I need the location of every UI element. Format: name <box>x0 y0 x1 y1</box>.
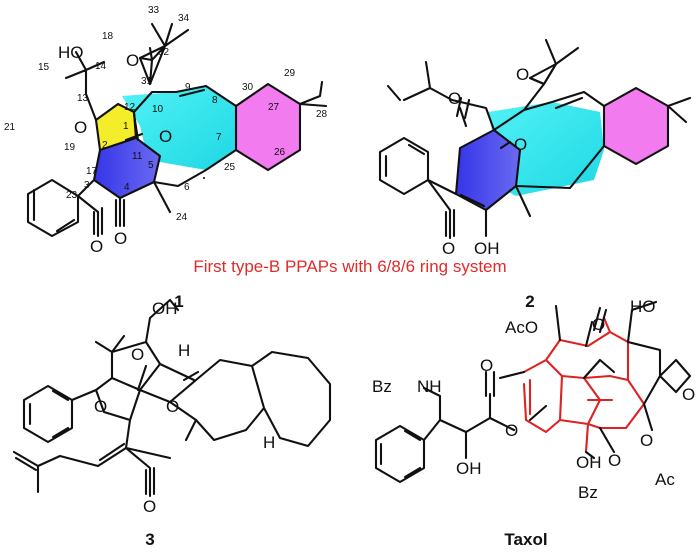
taxol-core-bonds <box>522 316 646 454</box>
taxol-atom-bz-top: Bz <box>372 377 392 396</box>
compound-2-atom-o-17: O <box>442 239 455 258</box>
compound-2-magenta-ring <box>604 88 668 164</box>
compound-3-atom-oh: OH <box>152 299 178 318</box>
compound-1-num-11: 11 <box>132 151 143 162</box>
compound-1-num-18: 18 <box>102 31 114 42</box>
compound-3-bonds <box>12 298 332 498</box>
compound-1-num-27: 27 <box>268 102 280 113</box>
compound-label-1: 1 <box>174 292 183 311</box>
compound-1-num-1: 1 <box>123 121 129 132</box>
compound-1-num-34: 34 <box>178 13 190 24</box>
compound-label-taxol: Taxol <box>504 530 547 549</box>
compound-label-3: 3 <box>145 530 154 549</box>
compound-1-num-9: 9 <box>185 82 191 93</box>
compound-1-num-31: 31 <box>141 76 153 87</box>
compound-1-num-6: 6 <box>184 182 190 193</box>
taxol-atom-o-ketone: O <box>592 315 605 334</box>
compound-1-num-24: 24 <box>176 212 188 223</box>
taxol-atom-aco: AcO <box>505 318 538 337</box>
compound-3-atom-o-ring: O <box>94 397 107 416</box>
compound-1-num-19: 19 <box>64 142 76 153</box>
compound-1-num-14: 14 <box>95 61 107 72</box>
compound-3-structure: OH H O O O H O <box>12 298 332 516</box>
taxol-sidechain-bonds <box>374 370 548 484</box>
compound-2-atom-o-ketone1: O <box>448 89 461 108</box>
compound-1-atom-o-epoxide: O <box>126 51 139 70</box>
compound-2-atom-o-epoxide: O <box>516 65 529 84</box>
compound-1-atom-o-4: O <box>114 229 127 248</box>
compound-3-atom-h-top: H <box>178 341 190 360</box>
taxol-structure: AcO O HO Bz NH O O OH OH O Bz O Ac O <box>372 297 695 502</box>
compound-1-num-26: 26 <box>274 147 286 158</box>
compound-1-num-8: 8 <box>212 95 218 106</box>
taxol-atom-ac: Ac <box>655 470 675 489</box>
compound-1-num-3: 3 <box>84 180 90 191</box>
compound-1-atom-o-ketone: O <box>159 127 172 146</box>
taxol-atom-o-oac: O <box>640 431 653 450</box>
compound-1-num-17: 17 <box>86 166 98 177</box>
compound-1-num-10: 10 <box>152 104 164 115</box>
taxol-atom-oh-2: OH <box>576 453 602 472</box>
compound-3-atom-o-lactone: O <box>131 345 144 364</box>
compound-1-num-12: 12 <box>124 102 136 113</box>
compound-2-atom-oh: OH <box>474 239 500 258</box>
taxol-atom-o-oxetane: O <box>682 385 695 404</box>
compound-1-atom-o-ring: O <box>74 118 87 137</box>
compound-1-num-21: 21 <box>4 122 16 133</box>
compound-1-atom-ho: HO <box>58 43 84 62</box>
compound-1-num-23: 23 <box>66 190 78 201</box>
caption-text: First type-B PPAPs with 6/8/6 ring syste… <box>193 257 506 276</box>
compound-1-num-25: 25 <box>224 162 236 173</box>
compound-1-magenta-ring <box>236 84 300 170</box>
compound-2-atom-o-ketone2: O <box>514 135 527 154</box>
compound-1-num-4: 4 <box>124 182 130 193</box>
compound-3-atom-o-bridge: O <box>166 397 179 416</box>
compound-1-num-7: 7 <box>216 132 222 143</box>
compound-1-atom-o-17: O <box>90 237 103 256</box>
compound-1-num-32: 32 <box>158 47 170 58</box>
compound-3-atom-o-ketone: O <box>143 497 156 516</box>
compound-1-num-5: 5 <box>148 160 154 171</box>
taxol-atom-o-link: O <box>505 421 518 440</box>
taxol-atom-o-ester: O <box>480 356 493 375</box>
compound-1-num-28: 28 <box>316 109 328 120</box>
compound-1-num-30: 30 <box>242 82 254 93</box>
compound-label-2: 2 <box>525 292 534 311</box>
compound-1-num-29: 29 <box>284 68 296 79</box>
compound-1-num-13: 13 <box>77 93 89 104</box>
taxol-atom-oh-1: OH <box>456 459 482 478</box>
taxol-atom-o-obz: O <box>608 451 621 470</box>
taxol-atom-nh: NH <box>417 377 442 396</box>
compound-1-num-33: 33 <box>148 5 160 16</box>
taxol-atom-bz-bottom: Bz <box>578 483 598 502</box>
compound-1-num-15: 15 <box>38 62 50 73</box>
compound-1-structure: HO O O O O O 33 34 32 31 18 14 15 13 12 … <box>4 5 328 256</box>
compound-2-blue-ring <box>456 130 520 210</box>
compound-1-blue-ring <box>94 138 160 198</box>
compound-2-structure: O O O O OH <box>378 38 692 258</box>
compound-3-atom-h-bottom: H <box>263 433 275 452</box>
compound-1-yellow-ring <box>96 104 136 150</box>
taxol-atom-ho: HO <box>630 297 656 316</box>
compound-1-num-2: 2 <box>102 140 108 151</box>
